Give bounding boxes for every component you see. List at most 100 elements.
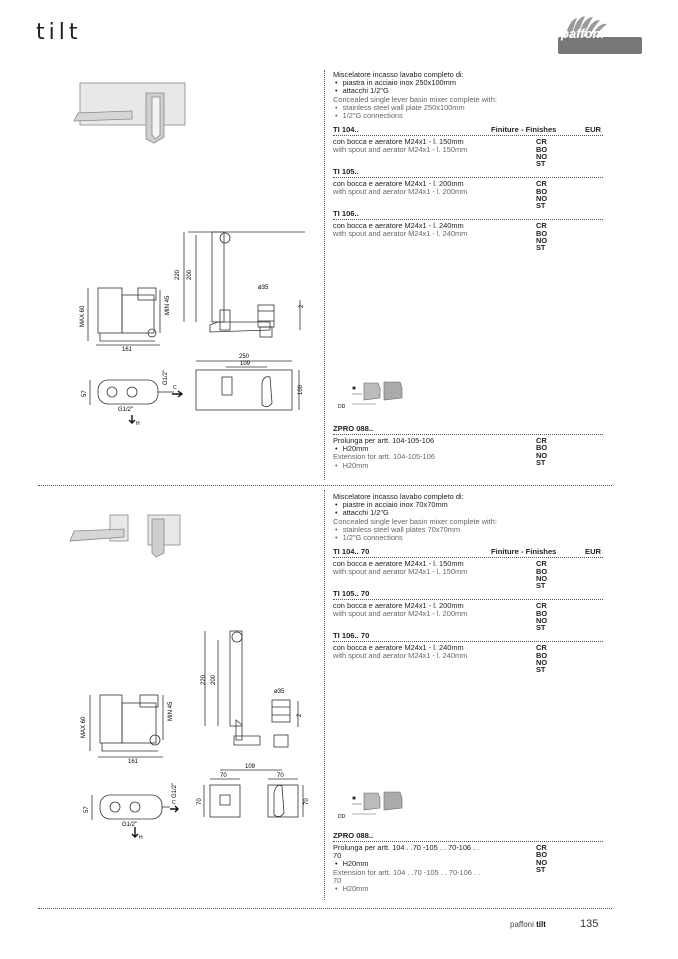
intro-en: Concealed single lever basin mixer compl… bbox=[333, 94, 497, 104]
item-desc-en: with spout and aerator M24x1 - l. 200mm bbox=[333, 609, 468, 619]
item-desc-it: con bocca e aeratore M24x1 - l. 200mm bbox=[333, 601, 464, 611]
accessory-desc-it: Prolunga per artt. 104 . .70 -105 . . 70… bbox=[333, 843, 480, 861]
label-h: H bbox=[136, 421, 140, 427]
finish-code: BO bbox=[536, 443, 548, 453]
item-desc-it: con bocca e aeratore M24x1 - l. 150mm bbox=[333, 137, 464, 147]
footer-collection: tilt bbox=[536, 920, 546, 929]
dim-g12-bottom: G1/2" bbox=[118, 407, 133, 413]
dim-70-left: 70 bbox=[220, 773, 227, 779]
finish-code: BO bbox=[536, 608, 548, 618]
finishes-header: Finiture - Finishes bbox=[491, 125, 557, 135]
item-row: TI 105.. 70 bbox=[333, 589, 603, 601]
eur-header: EUR bbox=[585, 547, 602, 557]
item-desc-it: con bocca e aeratore M24x1 - l. 200mm bbox=[333, 179, 464, 189]
finish-code: NO bbox=[536, 236, 548, 246]
bullet-en: 1/2"G connections bbox=[333, 111, 603, 120]
section2-text: Miscelatore incasso lavabo completo di: … bbox=[333, 492, 603, 675]
product-photo-small-plates bbox=[69, 514, 181, 558]
finish-code: CR bbox=[536, 137, 547, 147]
paffoni-logo-icon bbox=[558, 16, 642, 54]
dim-min-45: MIN 45 bbox=[168, 701, 174, 721]
dim-161: 161 bbox=[128, 759, 139, 765]
bullet-en: stainless steel wall plate 250x100mm bbox=[333, 103, 603, 112]
dim-250: 250 bbox=[239, 354, 250, 360]
item-code: TI 105.. 70 bbox=[333, 589, 370, 599]
dim-57: 57 bbox=[82, 390, 88, 397]
intro-it: Miscelatore incasso lavabo completo di: bbox=[333, 70, 464, 79]
item-row: TI 106.. bbox=[333, 209, 603, 221]
accessory-row: ZPRO 088.. bbox=[333, 831, 603, 842]
dim-161: 161 bbox=[122, 347, 133, 353]
section1-technical-drawing: 220 200 ø35 2 MAX 60 MIN 45 161 250 109 … bbox=[73, 82, 305, 427]
bullet-it: piastre in acciaio inox 70x70mm bbox=[333, 500, 603, 509]
accessory-bullet-en: H20mm bbox=[333, 461, 603, 470]
section1-text: Miscelatore incasso lavabo completo di: … bbox=[333, 70, 603, 253]
accessory-bullet-it: H20mm bbox=[333, 860, 603, 868]
finish-code: CR bbox=[536, 179, 547, 189]
dim-109: 109 bbox=[245, 764, 256, 770]
extension-label: DD bbox=[338, 404, 346, 410]
item-code: TI 104.. 70 bbox=[333, 547, 370, 557]
section2-accessory: ZPRO 088.. Prolunga per artt. 104 . .70 … bbox=[333, 831, 603, 894]
finish-code: ST bbox=[536, 458, 546, 468]
item-desc-en: with spout and aerator M24x1 - l. 150mm bbox=[333, 145, 468, 155]
finish-code: BO bbox=[536, 650, 548, 660]
bullet-en: stainless steel wall plates 70x70mm bbox=[333, 525, 603, 534]
extension-label: DD bbox=[338, 814, 346, 820]
dim-220: 220 bbox=[201, 674, 207, 685]
finish-code: CR bbox=[536, 643, 547, 653]
item-desc-en: with spout and aerator M24x1 - l. 150mm bbox=[333, 567, 468, 577]
intro-it: Miscelatore incasso lavabo completo di: bbox=[333, 492, 464, 501]
bullet-it: attacchi 1/2"G bbox=[333, 509, 603, 517]
finish-code: ST bbox=[536, 665, 546, 675]
finish-code: ST bbox=[536, 623, 546, 633]
finish-code: ST bbox=[536, 581, 546, 591]
dim-70-side-left: 70 bbox=[197, 798, 203, 805]
dim-2: 2 bbox=[299, 304, 305, 308]
finish-code: CR bbox=[536, 843, 547, 852]
bullet-it: attacchi 1/2"G bbox=[333, 87, 603, 95]
label-c: C bbox=[172, 800, 176, 806]
dim-70-side-right: 70 bbox=[304, 798, 310, 805]
finish-code: CR bbox=[536, 601, 547, 611]
accessory-bullet-en: H20mm bbox=[333, 884, 603, 893]
accessory-desc-en: Extension for artt. 104 . .70 -105 . . 7… bbox=[333, 867, 481, 885]
finish-code: BO bbox=[536, 228, 548, 238]
finish-code: NO bbox=[536, 616, 548, 626]
dim-max-60: MAX 60 bbox=[81, 716, 87, 738]
item-row: TI 106.. 70 bbox=[333, 632, 603, 643]
finish-code: ST bbox=[536, 201, 546, 211]
label-c: C bbox=[173, 385, 177, 391]
dim-max-60: MAX 60 bbox=[80, 305, 86, 327]
finish-code: NO bbox=[536, 658, 548, 668]
finishes-header: Finiture - Finishes bbox=[491, 547, 557, 557]
column-divider-top bbox=[324, 70, 325, 480]
dim-2: 2 bbox=[297, 713, 303, 717]
finish-code: NO bbox=[536, 152, 548, 162]
item-desc-it: con bocca e aeratore M24x1 - l. 150mm bbox=[333, 559, 464, 569]
finish-code: CR bbox=[536, 221, 547, 231]
accessory-code: ZPRO 088.. bbox=[333, 831, 374, 840]
accessory-desc-it: Prolunga per artt. 104-105-106 bbox=[333, 436, 435, 445]
item-desc-en: with spout and aerator M24x1 - l. 240mm bbox=[333, 229, 468, 239]
section2-technical-drawing: 220 200 ø35 2 MAX 60 MIN 45 161 109 70 7… bbox=[69, 514, 310, 841]
item-code: TI 106.. bbox=[333, 209, 359, 219]
page-number: 135 bbox=[580, 918, 599, 930]
item-desc-en: with spout and aerator M24x1 - l. 240mm bbox=[333, 651, 468, 661]
footer-separator bbox=[38, 908, 612, 909]
dim-min-45: MIN 45 bbox=[165, 295, 171, 315]
extension-drawing-1: DD bbox=[338, 381, 403, 410]
finish-code: ST bbox=[536, 243, 546, 253]
finish-code: ST bbox=[536, 159, 546, 169]
item-row: TI 104.. Finiture - Finishes EUR bbox=[333, 125, 603, 137]
extension-drawing-2: DD bbox=[338, 791, 403, 820]
item-code: TI 105.. bbox=[333, 167, 359, 177]
dim-220: 220 bbox=[175, 269, 181, 280]
finish-code: NO bbox=[536, 857, 548, 867]
item-desc-it: con bocca e aeratore M24x1 - l. 240mm bbox=[333, 643, 464, 653]
finish-code: BO bbox=[536, 850, 548, 860]
finish-code: NO bbox=[536, 194, 548, 204]
dim-g12-bottom: G1/2" bbox=[122, 822, 137, 828]
dim-200: 200 bbox=[187, 269, 193, 280]
bullet-en: 1/2"G connections bbox=[333, 533, 603, 542]
